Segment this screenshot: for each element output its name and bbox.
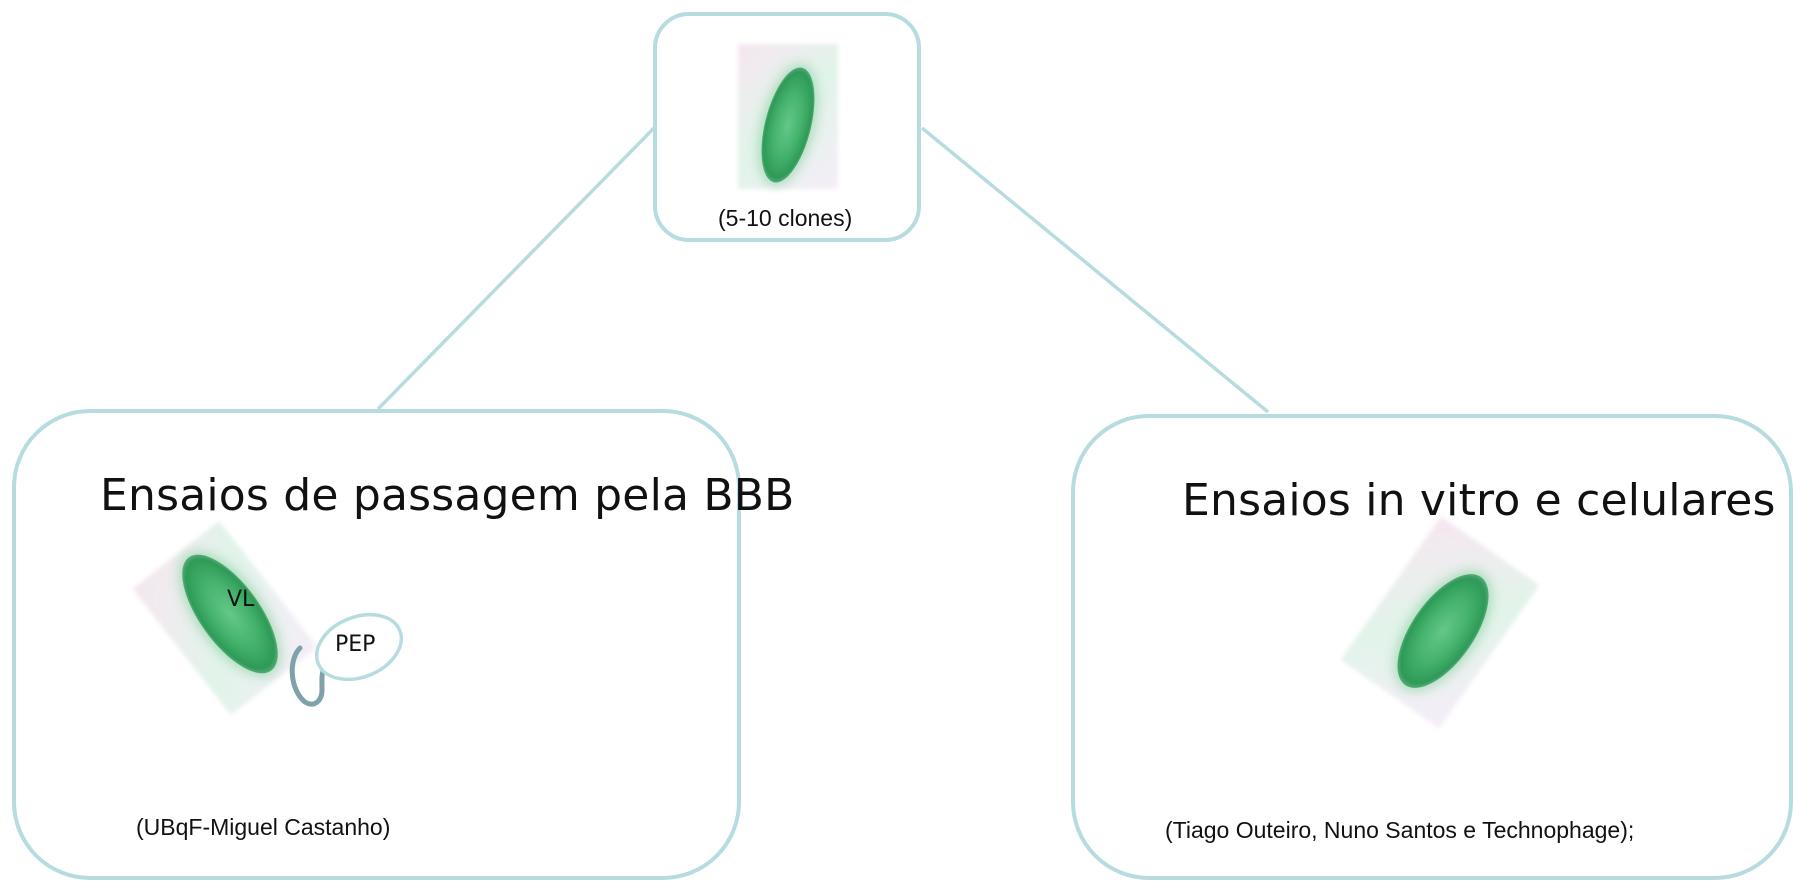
left-node-caption: (UBqF-Miguel Castanho) (136, 814, 391, 840)
top-node (653, 12, 921, 242)
vl-label: VL (227, 587, 255, 612)
left-node-title: Ensaios de passagem pela BBB (100, 470, 795, 521)
left-node (12, 409, 741, 880)
pep-label: PEP (335, 632, 376, 657)
right-node-title: Ensaios in vitro e celulares (1182, 475, 1776, 526)
linker-icon (289, 645, 335, 707)
right-node-caption: (Tiago Outeiro, Nuno Santos e Technophag… (1165, 817, 1635, 843)
top-node-caption: (5-10 clones) (718, 205, 853, 231)
connector-right (920, 126, 1270, 414)
connector-left (376, 126, 656, 411)
right-node (1071, 414, 1793, 880)
pep-icon (314, 612, 404, 682)
